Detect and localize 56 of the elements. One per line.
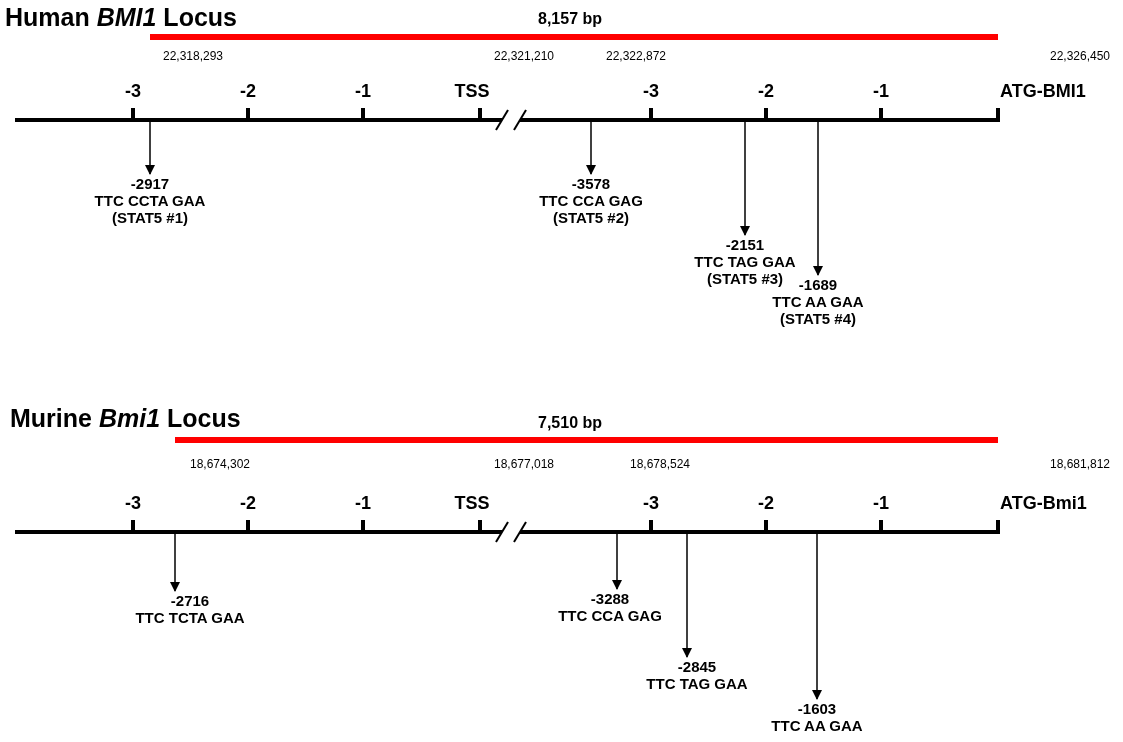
tick-label: -3 [125,82,141,102]
site-name: (STAT5 #3) [706,270,784,287]
arrow [740,121,750,236]
tick-label: -2 [240,82,256,102]
tick-label: -3 [643,494,659,514]
tss-label: TSS [454,82,490,102]
site-position: -1689 [798,276,838,293]
arrow [813,121,823,276]
tick-label: -2 [758,82,774,102]
binding-sequence: TTC CCA GAG [558,607,662,624]
binding-sequence: TTC AA GAA [772,293,864,310]
arrow [586,121,596,175]
site-position: -2716 [170,592,210,609]
panel-title: Human BMI1 Locus [5,4,237,32]
binding-sequence: TTC TAG GAA [646,675,748,692]
site-name: (STAT5 #1) [111,209,189,226]
arrow [145,121,155,175]
tick-label: -1 [873,82,889,102]
coordinate-label: 18,674,302 [189,458,251,472]
gene-start-label: ATG-Bmi1 [1000,494,1087,514]
arrow [170,533,180,592]
coordinate-label: 22,321,210 [493,50,555,64]
gene-start-label: ATG-BMI1 [1000,82,1086,102]
tick-label: -1 [355,494,371,514]
binding-sequence: TTC TCTA GAA [135,609,245,626]
site-name: (STAT5 #4) [779,310,857,327]
arrow [682,533,692,658]
length-label: 8,157 bp [538,10,602,28]
site-name: (STAT5 #2) [552,209,630,226]
tick-label: -3 [125,494,141,514]
site-position: -3288 [590,590,630,607]
binding-sequence: TTC CCA GAG [539,192,643,209]
site-position: -2845 [677,658,717,675]
coordinate-label: 22,326,450 [1049,50,1111,64]
coordinate-label: 22,322,872 [605,50,667,64]
tick-label: -1 [355,82,371,102]
binding-sequence: TTC AA GAA [771,717,863,734]
site-position: -2917 [130,175,170,192]
binding-sequence: TTC CCTA GAA [94,192,206,209]
tick-label: -2 [240,494,256,514]
tick-label: -3 [643,82,659,102]
binding-sequence: TTC TAG GAA [694,253,796,270]
arrow [812,533,822,700]
coordinate-label: 18,678,524 [629,458,691,472]
site-position: -3578 [571,175,611,192]
panel-title: Murine Bmi1 Locus [10,405,241,433]
tick-label: -2 [758,494,774,514]
coordinate-label: 18,677,018 [493,458,555,472]
arrow [612,533,622,590]
site-position: -1603 [797,700,837,717]
site-position: -2151 [725,236,765,253]
coordinate-label: 22,318,293 [162,50,224,64]
tick-label: -1 [873,494,889,514]
length-label: 7,510 bp [538,414,602,432]
coordinate-label: 18,681,812 [1049,458,1111,472]
tss-label: TSS [454,494,490,514]
